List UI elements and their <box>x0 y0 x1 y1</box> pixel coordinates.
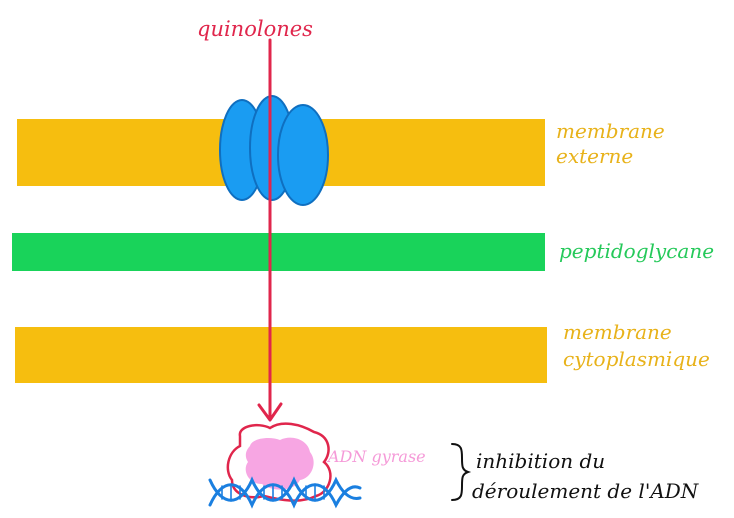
inner-membrane-label-line2: cytoplasmique <box>563 347 710 371</box>
porin-channel <box>220 96 328 205</box>
inner-membrane-label-line1: membrane <box>563 320 672 344</box>
outer-membrane-label-line1: membrane <box>556 119 665 143</box>
dna-gyrase-label: ADN gyrase <box>326 447 426 466</box>
quinolones-label: quinolones <box>197 17 313 41</box>
outcome-text-line2: déroulement de l'ADN <box>472 479 700 503</box>
inner-membrane-band <box>15 327 547 383</box>
outcome-brace <box>452 444 468 500</box>
outer-membrane-label-line2: externe <box>556 144 633 168</box>
outcome-text-line1: inhibition du <box>476 449 605 473</box>
peptidoglycan-label: peptidoglycane <box>559 239 714 263</box>
peptidoglycan-band <box>12 233 545 271</box>
